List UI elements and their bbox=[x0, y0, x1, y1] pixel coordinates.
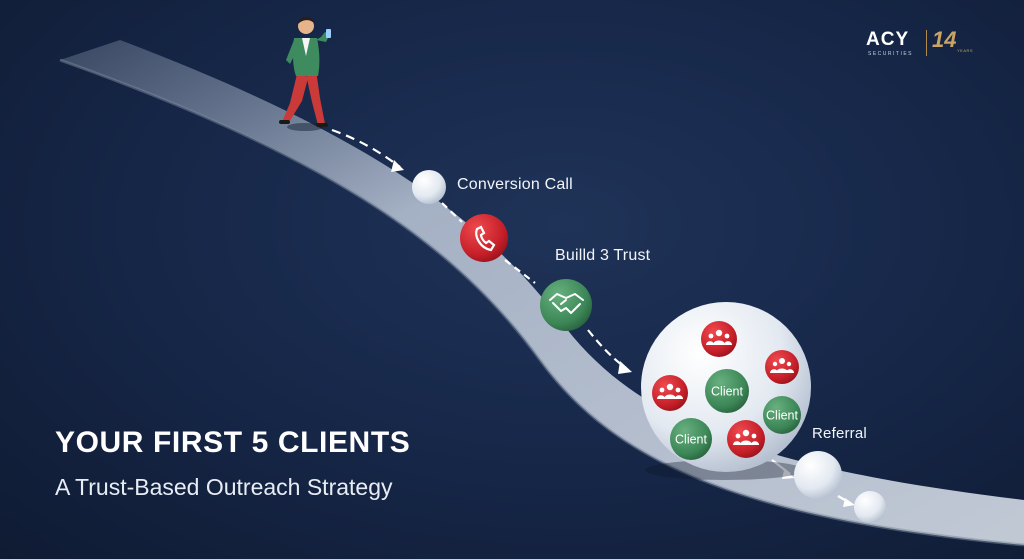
referral-snowball-2 bbox=[854, 491, 886, 523]
flow-arrow-3 bbox=[504, 259, 536, 284]
downhill-path bbox=[60, 40, 1024, 545]
client-ball-3: Client bbox=[670, 418, 712, 460]
referral-snowball-1 bbox=[794, 451, 842, 499]
phone-icon bbox=[475, 225, 496, 252]
flow-arrow-1 bbox=[331, 128, 401, 168]
flow-arrow-4-head bbox=[618, 361, 632, 374]
flow-arrow-2 bbox=[441, 202, 463, 223]
logo-wordmark: ACY bbox=[866, 29, 910, 50]
client-label: Client bbox=[675, 433, 707, 447]
conversion-call-ball bbox=[460, 214, 508, 262]
group-icon bbox=[733, 429, 759, 445]
client-ball-2: Client bbox=[763, 396, 801, 434]
client-ball-1: Client bbox=[705, 369, 749, 413]
group-icon bbox=[770, 358, 794, 373]
client-group-ball-1 bbox=[701, 321, 737, 357]
headline: YOUR FIRST 5 CLIENTS bbox=[55, 426, 411, 459]
logo-divider bbox=[926, 30, 927, 56]
flow-arrow-1-head bbox=[391, 160, 404, 172]
step-label-conversion-call: Conversion Call bbox=[457, 176, 573, 193]
client-group-ball-2 bbox=[765, 350, 799, 384]
acy-logo: ACY SECURITIES 14 YEARS bbox=[866, 27, 976, 63]
flow-arrow-6-head bbox=[843, 498, 855, 507]
subheadline: A Trust-Based Outreach Strategy bbox=[55, 474, 393, 500]
client-label: Client bbox=[766, 409, 798, 423]
small-snowball bbox=[412, 170, 446, 204]
logo-subtitle: SECURITIES bbox=[868, 51, 914, 57]
flow-arrow-5 bbox=[771, 459, 791, 475]
logo-anniversary: 14 bbox=[932, 27, 957, 52]
group-icon bbox=[706, 329, 732, 345]
client-label: Client bbox=[711, 385, 743, 399]
client-group-ball-3 bbox=[652, 375, 688, 411]
businessperson-figure bbox=[279, 17, 331, 131]
logo-anniversary-subtitle: YEARS bbox=[957, 48, 974, 53]
path-edge-shadow bbox=[59, 58, 1024, 547]
flow-arrow-5-head bbox=[782, 470, 795, 479]
big-snowball: Client Client Client bbox=[641, 302, 811, 480]
step-label-build-trust: Builld 3 Trust bbox=[555, 247, 651, 264]
handshake-icon bbox=[549, 293, 584, 314]
flow-arrow-4 bbox=[587, 329, 627, 369]
trust-ball bbox=[540, 279, 592, 331]
step-label-referral: Referral bbox=[812, 425, 867, 442]
group-icon bbox=[657, 383, 683, 399]
client-group-ball-4 bbox=[727, 420, 765, 458]
